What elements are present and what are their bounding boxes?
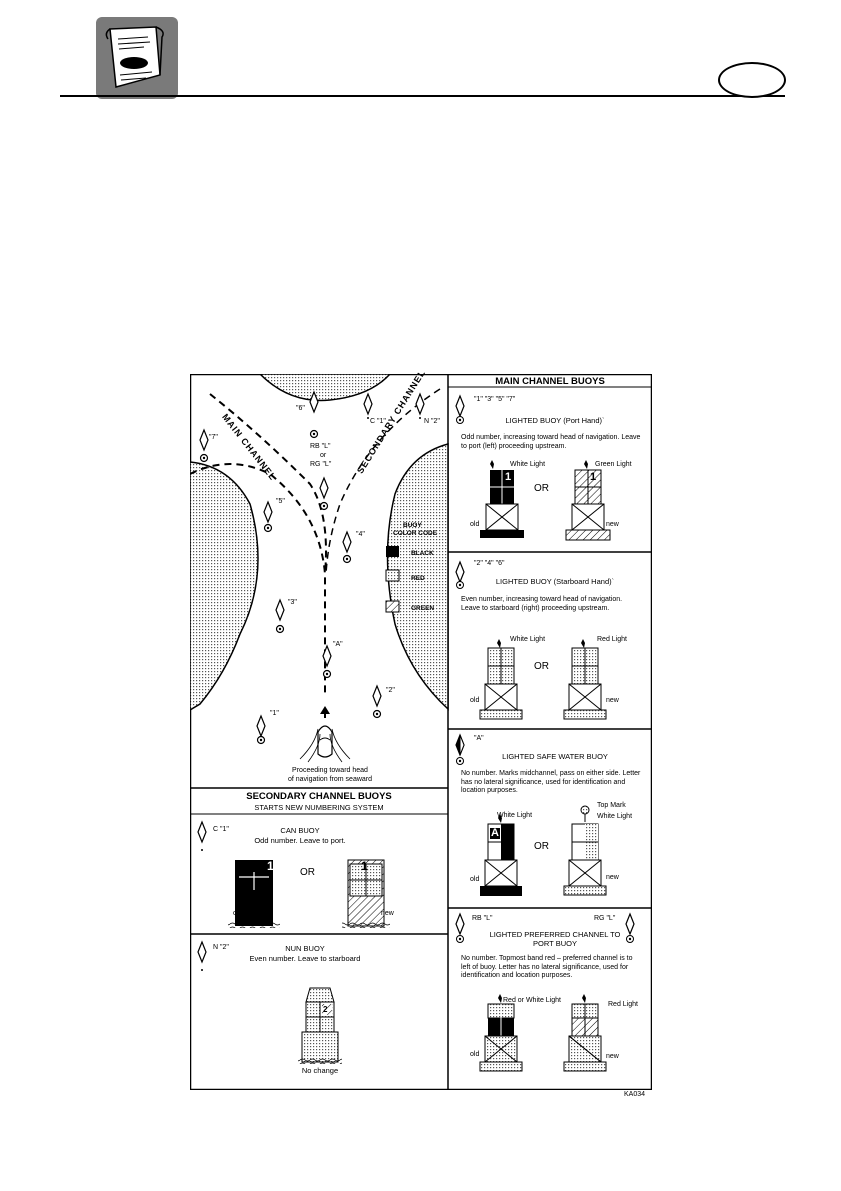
preferred-light-new: Red Light	[608, 1001, 638, 1008]
can-title: CAN BUOY	[280, 826, 320, 835]
safe-light-old: White Light	[497, 812, 533, 819]
safe-title: LIGHTED SAFE WATER BUOY	[502, 752, 608, 761]
map-buoy-or: or	[320, 452, 327, 459]
color-red-label: RED	[411, 575, 425, 582]
port-title: LIGHTED BUOY (Port Hand)`	[505, 416, 605, 425]
map-buoy-a: "A"	[333, 641, 343, 648]
starboard-new-label: new	[606, 697, 619, 704]
can-old-label: old	[233, 910, 243, 917]
can-desc: Odd number. Leave to port.	[254, 836, 346, 845]
secondary-subtitle: STARTS NEW NUMBERING SYSTEM	[254, 803, 384, 812]
map-buoy-2: "2"	[386, 687, 395, 694]
starboard-desc: Even number, increasing toward head of n…	[461, 596, 623, 612]
header-rule	[60, 95, 785, 97]
safe-id: "A"	[474, 735, 484, 742]
map-buoy-c1: C "1"	[370, 418, 386, 425]
starboard-or: OR	[534, 661, 549, 672]
preferred-new-label: new	[606, 1053, 619, 1060]
figure-code: KA034	[624, 1091, 646, 1098]
safe-new-label: new	[606, 874, 619, 881]
nun-title: NUN BUOY	[285, 944, 325, 953]
can-or: OR	[300, 867, 315, 878]
preferred-title: LIGHTED PREFERRED CHANNEL TO PORT BUOY	[489, 930, 621, 948]
can-new-label: new	[381, 910, 394, 917]
safe-or: OR	[534, 841, 549, 852]
map-buoy-6: "6"	[296, 405, 305, 412]
nun-caption: No change	[301, 1066, 339, 1075]
nun-desc: Even number. Leave to starboard	[249, 954, 361, 963]
can-old-number: 1	[267, 859, 274, 873]
manual-book-icon	[105, 26, 164, 88]
buoy-chart	[190, 374, 652, 1090]
safe-old-label: old	[470, 876, 480, 883]
nun-id: N "2"	[213, 944, 229, 951]
port-desc: Odd number, increasing toward head of na…	[461, 434, 641, 450]
port-or: OR	[534, 483, 549, 494]
color-code-title2: COLOR CODE	[393, 530, 438, 537]
port-light-old: White Light	[510, 461, 546, 468]
safe-desc: No number. Marks midchannel, pass on eit…	[461, 770, 641, 794]
map-buoy-5: "5"	[276, 498, 285, 505]
preferred-id-right: RG "L"	[594, 915, 616, 922]
safe-light-new: White Light	[597, 813, 633, 820]
preferred-id-left: RB "L"	[472, 915, 493, 922]
port-light-new: Green Light	[595, 461, 632, 468]
port-id: "1" "3" "5" "7"	[474, 396, 516, 403]
can-new-number: 1	[361, 859, 368, 873]
map-buoy-4: "4"	[356, 531, 365, 538]
starboard-old-label: old	[470, 697, 480, 704]
port-old-number: 1	[505, 471, 512, 483]
proceeding-line2: of navigation from seaward	[287, 776, 373, 783]
main-title: MAIN CHANNEL BUOYS	[495, 376, 605, 387]
proceeding-line1: Proceeding toward head	[292, 767, 368, 774]
nun-number: 2	[323, 1005, 328, 1014]
color-green-label: GREEN	[411, 605, 435, 612]
port-new-label: new	[606, 521, 619, 528]
map-buoy-1: "1"	[270, 710, 279, 717]
color-code-title1: BUOY	[403, 522, 422, 529]
color-black-label: BLACK	[411, 550, 434, 557]
map-buoy-3: "3"	[288, 599, 297, 606]
secondary-title: SECONDARY CHANNEL BUOYS	[246, 791, 392, 802]
map-buoy-n2: N "2"	[424, 418, 440, 425]
map-buoy-rgl: RG "L"	[310, 461, 332, 468]
preferred-desc: No number. Topmost band red – preferred …	[461, 955, 633, 979]
language-tab	[718, 62, 786, 98]
safe-letter: A	[490, 827, 500, 839]
starboard-title: LIGHTED BUOY (Starboard Hand)`	[495, 577, 615, 586]
can-id: C "1"	[213, 826, 229, 833]
safe-top-mark: Top Mark	[597, 802, 626, 809]
port-new-number: 1	[590, 471, 597, 483]
preferred-old-label: old	[470, 1051, 480, 1058]
preferred-light-old: Red or White Light	[503, 997, 561, 1004]
manual-badge	[96, 17, 178, 99]
starboard-light-new: Red Light	[597, 636, 627, 643]
starboard-id: "2" "4" "6"	[474, 560, 505, 567]
port-old-label: old	[470, 521, 480, 528]
map-buoy-rbl: RB "L"	[310, 443, 331, 450]
map-buoy-7: "7"	[209, 434, 218, 441]
starboard-light-old: White Light	[510, 636, 546, 643]
